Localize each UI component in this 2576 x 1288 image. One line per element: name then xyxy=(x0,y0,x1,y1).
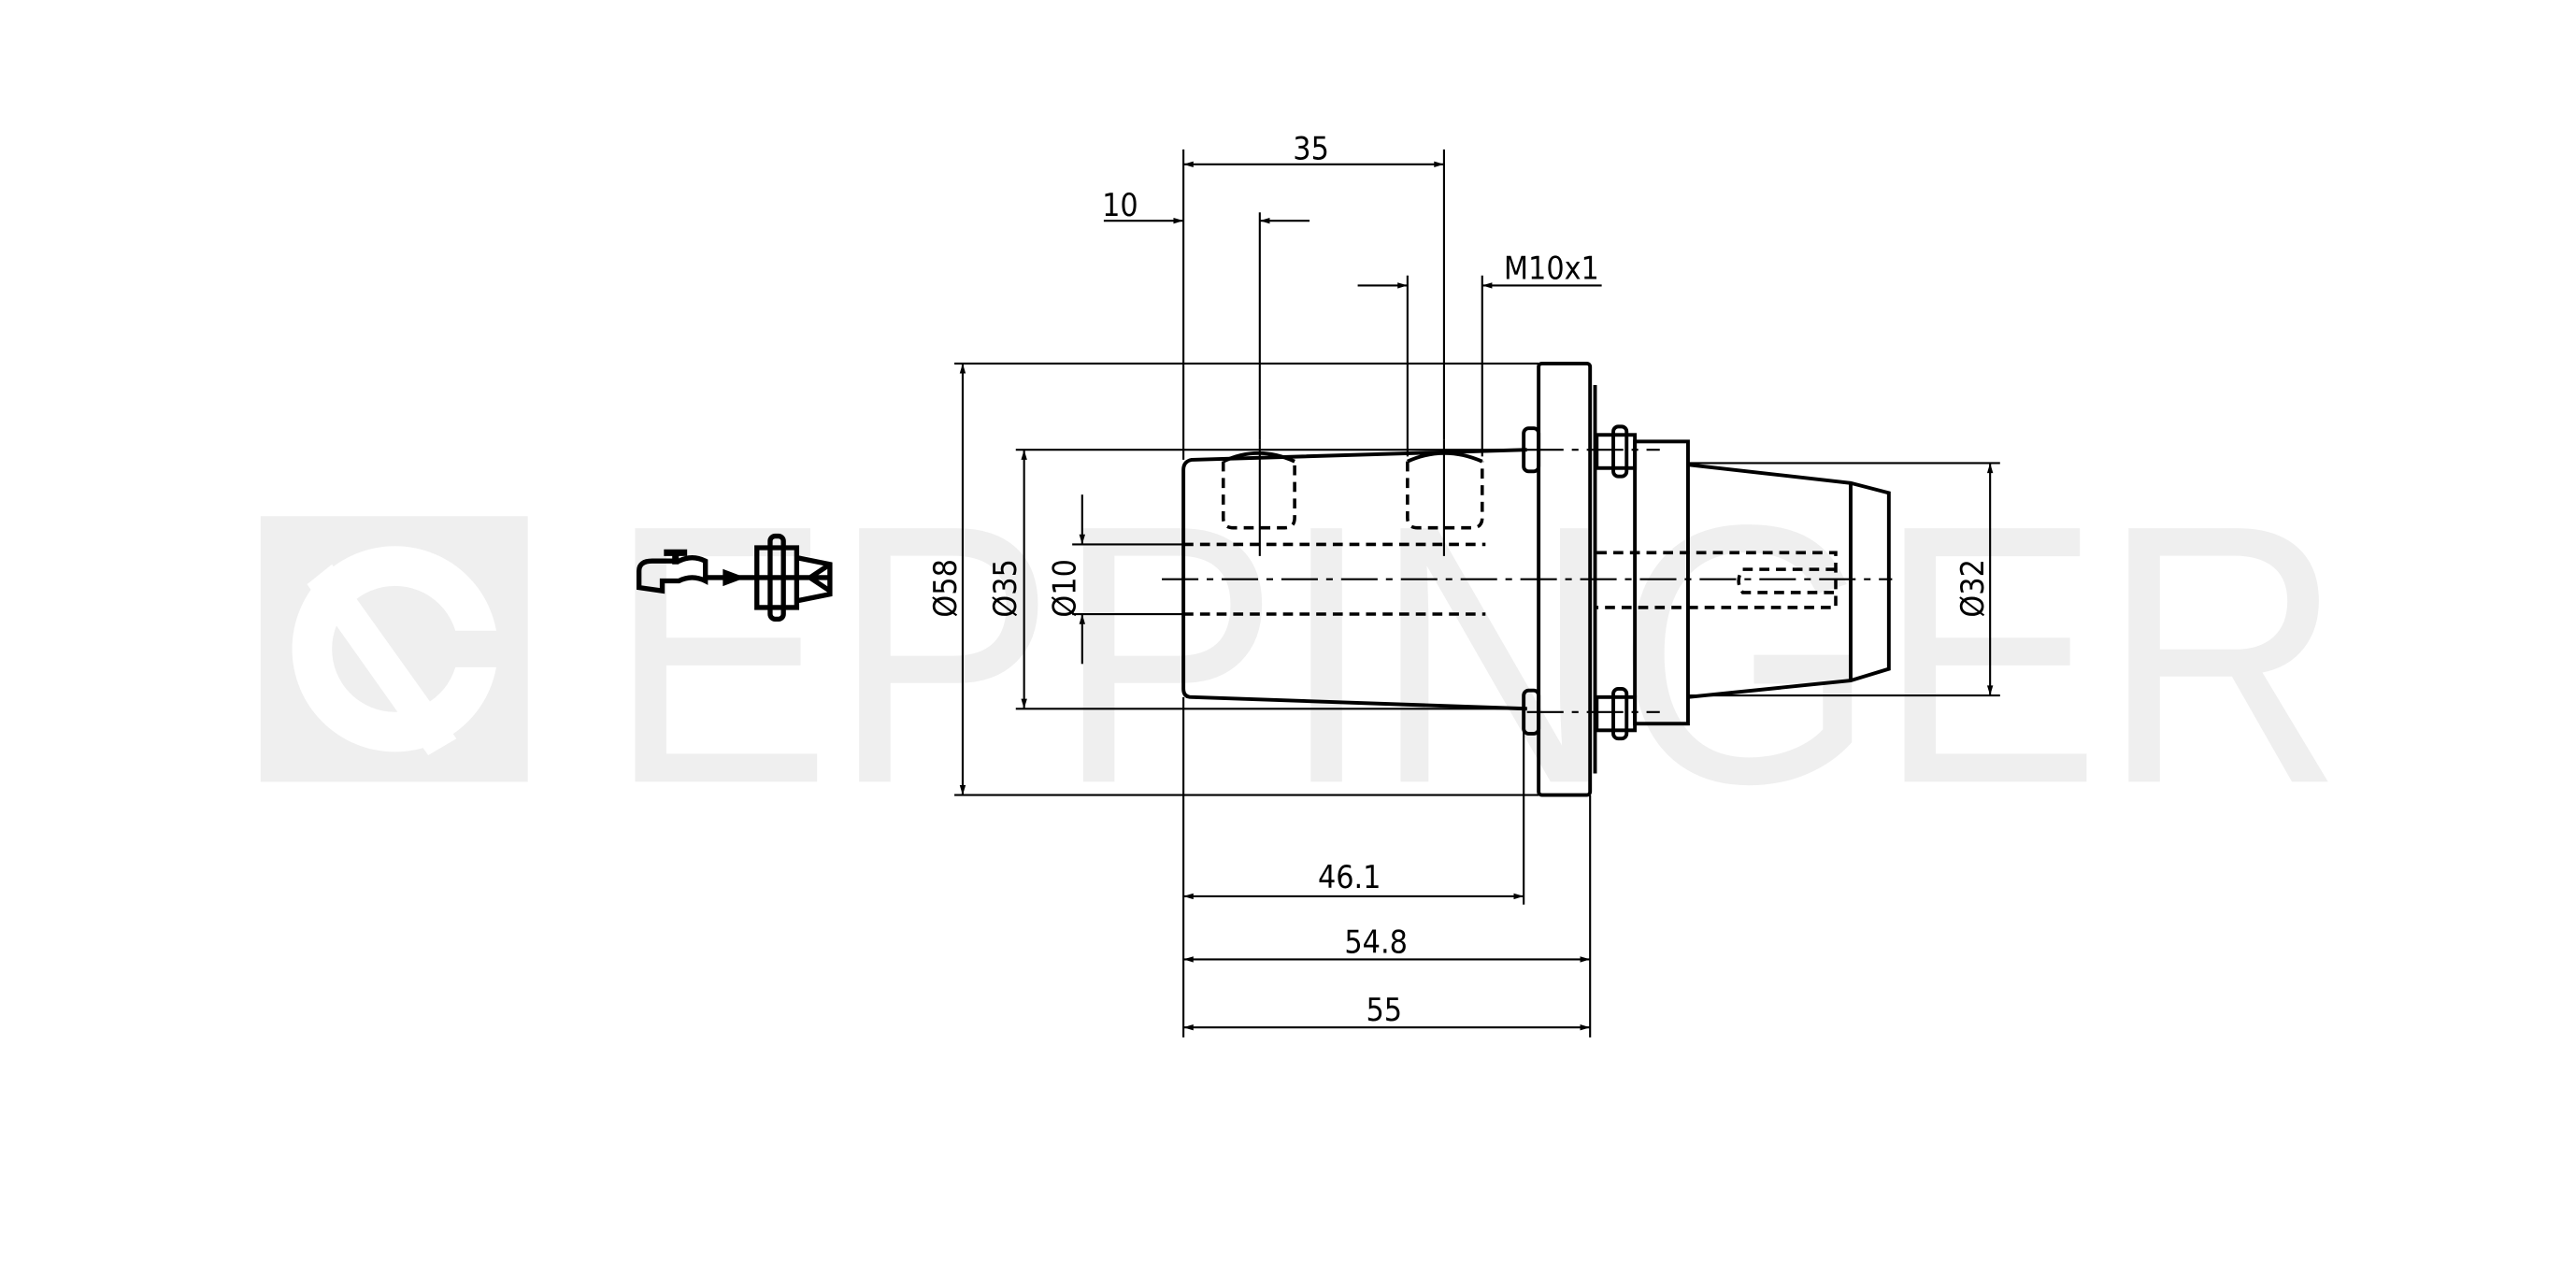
len-54-8-label: 54.8 xyxy=(1344,923,1408,960)
thread-label: M10x1 xyxy=(1504,250,1599,286)
dim-10-label: 10 xyxy=(1102,187,1138,223)
len-46-1-label: 46.1 xyxy=(1318,859,1381,895)
dia-35-label: Ø35 xyxy=(987,559,1023,617)
len-55-label: 55 xyxy=(1366,992,1402,1028)
dim-35-label: 35 xyxy=(1293,130,1329,166)
coolant-tap-icon xyxy=(637,533,833,623)
tool-holder-body xyxy=(1181,361,1891,797)
dia-32-label: Ø32 xyxy=(1954,559,1991,617)
dia-10-label: Ø10 xyxy=(1047,559,1083,617)
eppinger-watermark: EPPINGER xyxy=(260,448,2343,860)
length-dimensions: 46.1 54.8 55 xyxy=(1182,696,1592,1038)
dia-58-label: Ø58 xyxy=(927,559,964,617)
watermark-text: EPPINGER xyxy=(608,448,2343,860)
diameter-dimensions: Ø58 Ø35 Ø10 Ø32 xyxy=(927,362,2000,796)
top-dimensions: 35 10 M10x1 xyxy=(1102,130,1602,460)
